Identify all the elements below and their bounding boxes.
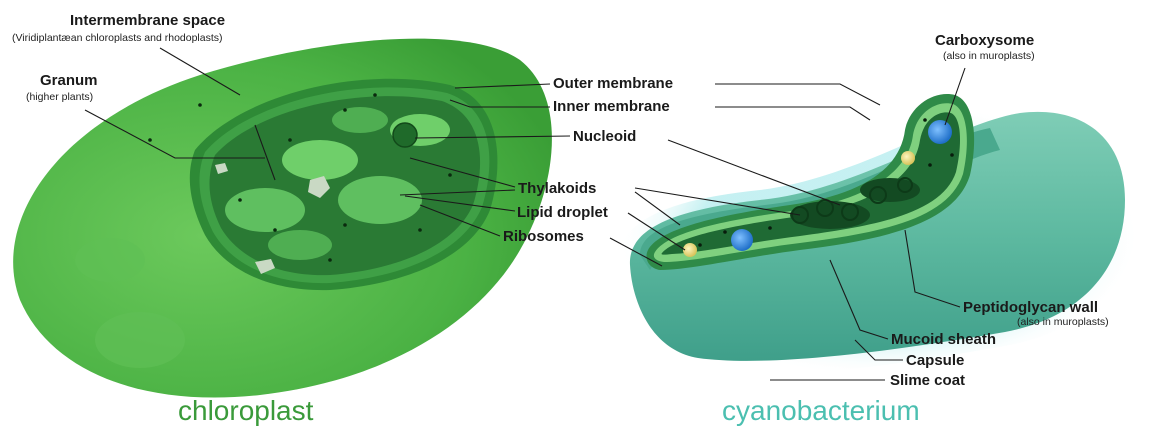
granum-stack: [282, 140, 358, 180]
caption-cyanobacterium: cyanobacterium: [722, 397, 920, 425]
ribosome-dot: [343, 108, 347, 112]
granum-stack: [332, 107, 388, 133]
cyanobacterium-illustration: [617, 94, 1140, 376]
ribosome-dot: [288, 138, 292, 142]
leader-outer-membrane-cyano: [715, 84, 880, 105]
ribosome-dot: [273, 228, 277, 232]
chloroplast-illustration: [13, 39, 552, 398]
label-capsule: Capsule: [906, 353, 964, 368]
label-ribosomes: Ribosomes: [503, 229, 584, 244]
label-carboxysome-note: (also in muroplasts): [943, 51, 1035, 62]
nucleoid: [393, 123, 417, 147]
lipid-droplet: [683, 243, 697, 257]
lipid-droplet: [901, 151, 915, 165]
label-outer-membrane: Outer membrane: [553, 76, 673, 91]
label-peptidoglycan-wall: Peptidoglycan wall: [963, 300, 1098, 315]
granum-stack: [268, 230, 332, 260]
label-lipid-droplet: Lipid droplet: [517, 205, 608, 220]
ribosome-dot: [723, 230, 727, 234]
carboxysome: [928, 120, 952, 144]
label-mucoid-sheath: Mucoid sheath: [891, 332, 996, 347]
label-nucleoid: Nucleoid: [573, 129, 636, 144]
leader-inner-membrane-cyano: [715, 107, 870, 120]
label-granum: Granum: [40, 73, 98, 88]
label-granum-note: (higher plants): [26, 92, 93, 103]
ribosome-dot: [448, 173, 452, 177]
label-peptidoglycan-note: (also in muroplasts): [1017, 317, 1109, 328]
ribosome-dot: [928, 163, 932, 167]
surface-blob: [95, 312, 185, 368]
ribosome-dot: [950, 153, 954, 157]
label-inner-membrane: Inner membrane: [553, 99, 670, 114]
ribosome-dot: [343, 223, 347, 227]
caption-chloroplast: chloroplast: [178, 397, 313, 425]
granum-stack: [225, 188, 305, 232]
ribosome-dot: [768, 226, 772, 230]
label-slime-coat: Slime coat: [890, 373, 965, 388]
label-thylakoids: Thylakoids: [518, 181, 596, 196]
label-carboxysome: Carboxysome: [935, 33, 1034, 48]
ribosome-dot: [373, 93, 377, 97]
label-intermembrane-space: Intermembrane space: [70, 13, 225, 28]
ribosome-dot: [698, 243, 702, 247]
ribosome-dot: [418, 228, 422, 232]
ribosome-dot: [328, 258, 332, 262]
ribosome-dot: [198, 103, 202, 107]
ribosome-dot: [923, 118, 927, 122]
surface-blob: [75, 238, 145, 282]
carboxysome: [731, 229, 753, 251]
ribosome-dot: [148, 138, 152, 142]
granum-stack: [338, 176, 422, 224]
label-intermembrane-note: (Viridiplantæan chloroplasts and rhodopl…: [12, 33, 223, 44]
ribosome-dot: [238, 198, 242, 202]
